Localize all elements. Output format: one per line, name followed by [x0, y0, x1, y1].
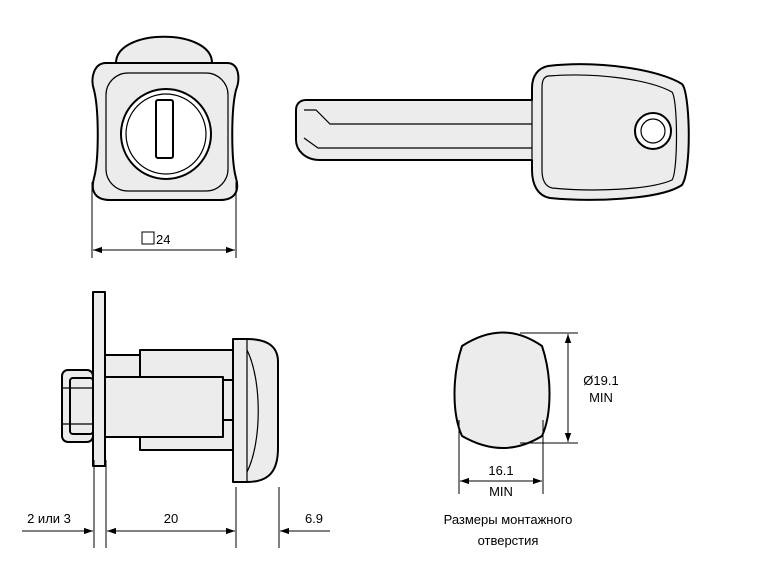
dimension-front-width [91, 182, 237, 258]
front-width-label: 24 [156, 232, 170, 247]
dimension-side [22, 460, 330, 548]
mounting-hole-caption-line1: Размеры монтажного [444, 512, 573, 527]
cap-depth-label: 6.9 [305, 511, 323, 526]
lock-front-view [91, 35, 240, 201]
hole-width-note: MIN [489, 484, 513, 499]
body-length-label: 20 [164, 511, 178, 526]
hole-height-value: Ø19.1 [583, 373, 618, 388]
square-symbol-box [141, 231, 155, 245]
hole-height-note: MIN [589, 390, 613, 405]
hole-width-value: 16.1 [488, 463, 513, 478]
flange-thickness-label: 2 или 3 [27, 511, 71, 526]
lock-side-view [61, 291, 279, 483]
mounting-hole-outline [453, 331, 578, 494]
mounting-hole-caption-line2: отверстия [478, 533, 539, 548]
key-drawing [295, 63, 690, 201]
